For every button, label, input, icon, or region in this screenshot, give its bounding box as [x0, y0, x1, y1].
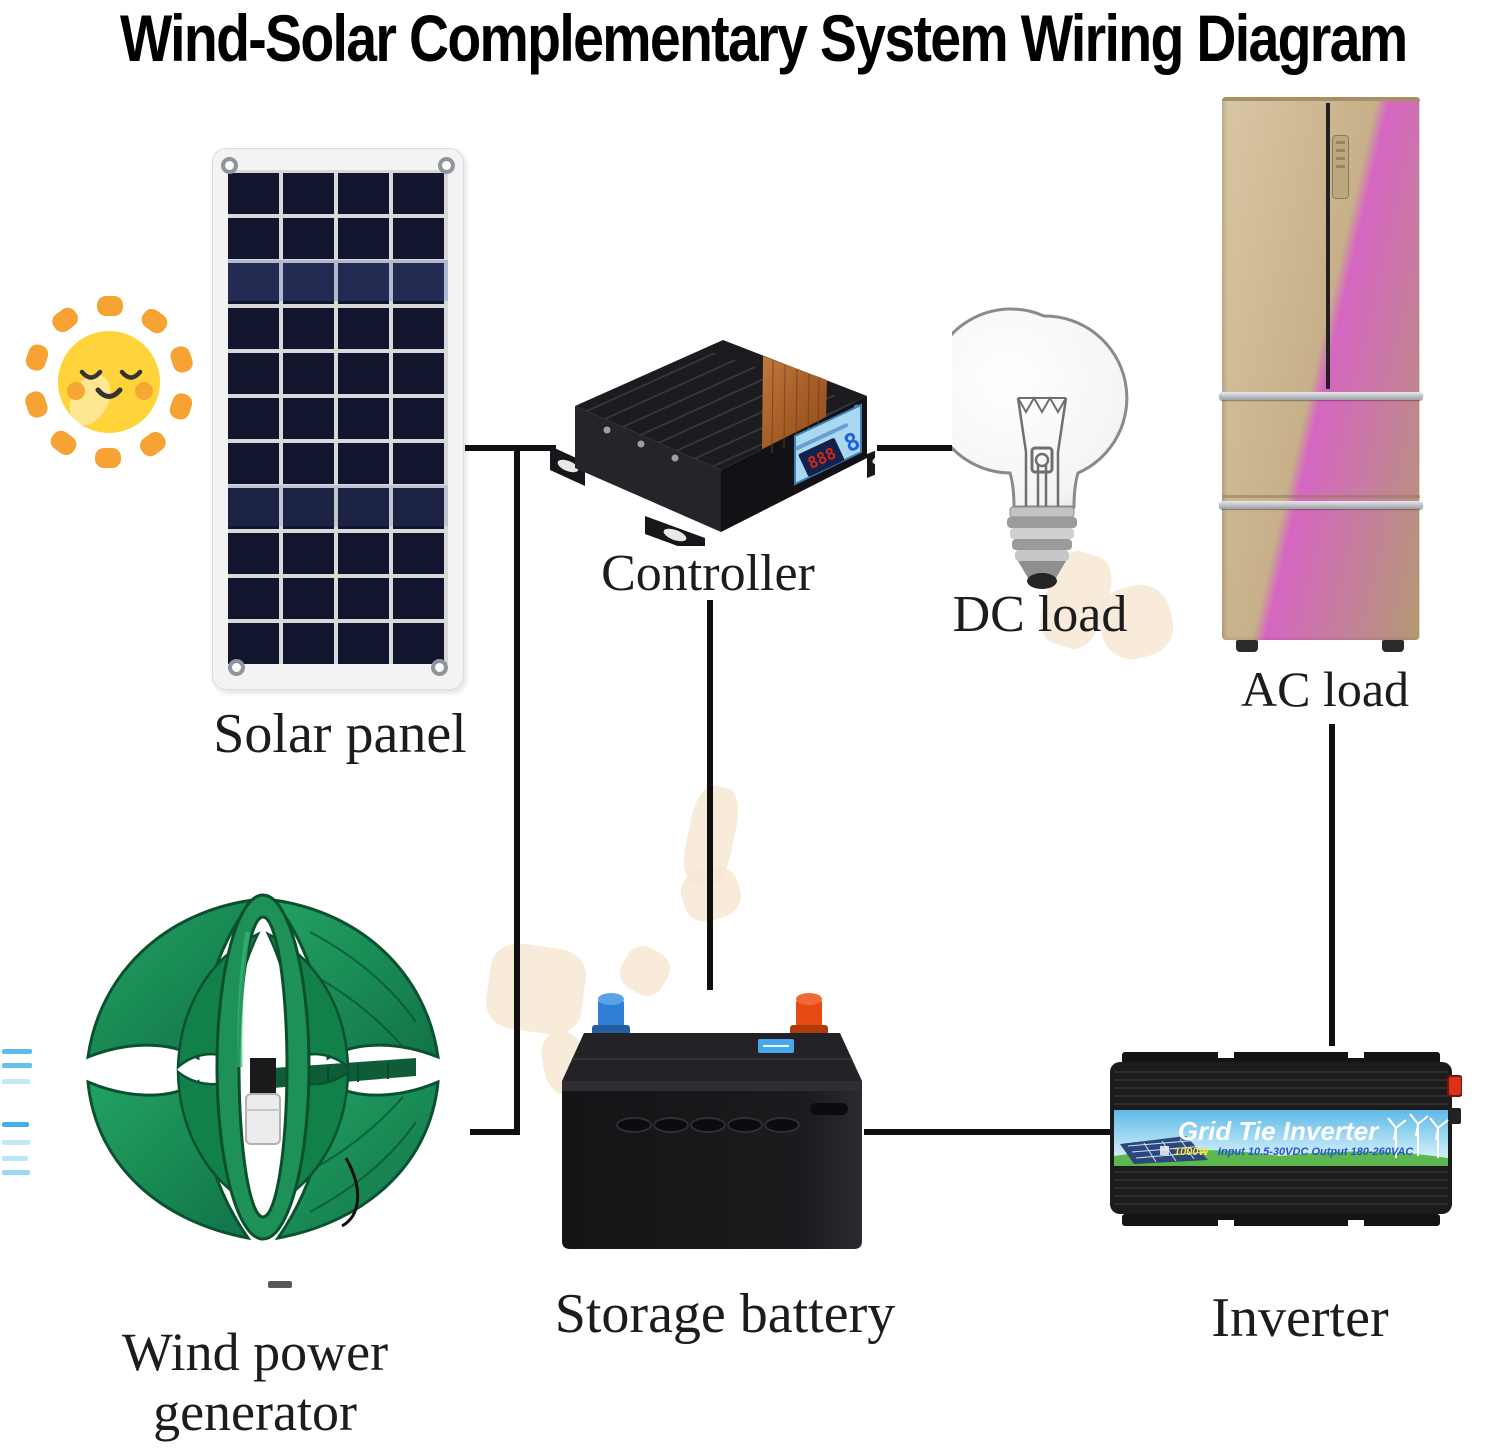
refrigerator-image	[1219, 97, 1423, 652]
panel-grommet	[228, 659, 245, 676]
blue-dash	[2, 1140, 30, 1145]
wire-ac-load-to-inverter	[1329, 724, 1335, 1046]
turbine-base-mark	[268, 1281, 292, 1288]
panel-grommet	[438, 157, 455, 174]
inverter-spec-power: 1000W	[1174, 1146, 1210, 1158]
ac-load-label: AC load	[1240, 661, 1410, 717]
wire-wind-elbow	[470, 1129, 520, 1135]
inverter-label: Inverter	[1211, 1287, 1389, 1349]
page-title: Wind-Solar Complementary System Wiring D…	[120, 1, 1408, 75]
fridge-foot	[1382, 640, 1404, 652]
blue-dash	[2, 1122, 29, 1127]
blue-dash	[2, 1049, 32, 1054]
blue-dash	[2, 1079, 30, 1084]
wind-generator-label: Wind power generator	[60, 1322, 450, 1443]
fridge-top-edge	[1222, 97, 1420, 101]
wire-controller-to-battery	[707, 600, 713, 990]
wire-trunk-vertical	[514, 445, 520, 1135]
solar-panel-cell-tint	[228, 260, 448, 301]
blue-dash	[2, 1170, 30, 1175]
blue-dash	[2, 1156, 28, 1161]
controller-image: 888 8	[550, 340, 875, 546]
fridge-control-panel	[1332, 135, 1349, 199]
fridge-trim	[1219, 501, 1423, 509]
fridge-foot	[1236, 640, 1258, 652]
inverter-brand-text: Grid Tie Inverter	[1178, 1116, 1380, 1146]
wire-controller-to-dc-load	[877, 445, 965, 451]
solar-panel-image	[212, 148, 464, 690]
dc-load-label: DC load	[952, 586, 1128, 643]
panel-grommet	[221, 157, 238, 174]
wind-turbine-image	[86, 893, 440, 1241]
sun-icon	[25, 296, 193, 468]
inverter-spec-io: Input 10.5-30VDC Output 180-260VAC	[1218, 1146, 1414, 1158]
wind-generator-label-line2: generator	[153, 1382, 357, 1443]
light-bulb-icon	[952, 307, 1129, 589]
solar-panel-cell-tint	[228, 485, 448, 526]
fridge-seam	[1222, 495, 1420, 498]
storage-battery-label: Storage battery	[554, 1283, 896, 1345]
solar-panel-cells	[228, 170, 448, 664]
wire-solar-to-controller	[465, 445, 556, 451]
controller-label: Controller	[601, 545, 815, 602]
panel-grommet	[431, 659, 448, 676]
battery-image	[562, 993, 862, 1249]
wire-battery-to-inverter	[864, 1129, 1110, 1135]
fridge-door-gap	[1326, 103, 1330, 389]
svg-text:1000W Input 10.5-30VDC O: 1000W Input 10.5-30VDC Output 180-260VAC	[1174, 1146, 1414, 1158]
fridge-trim	[1219, 392, 1423, 400]
blue-dash	[2, 1063, 32, 1068]
inverter-image: Grid Tie Inverter 1000W Input 10.5-30VDC…	[1110, 1050, 1462, 1228]
solar-panel-label: Solar panel	[213, 703, 467, 765]
wind-generator-label-line1: Wind power	[121, 1322, 389, 1382]
